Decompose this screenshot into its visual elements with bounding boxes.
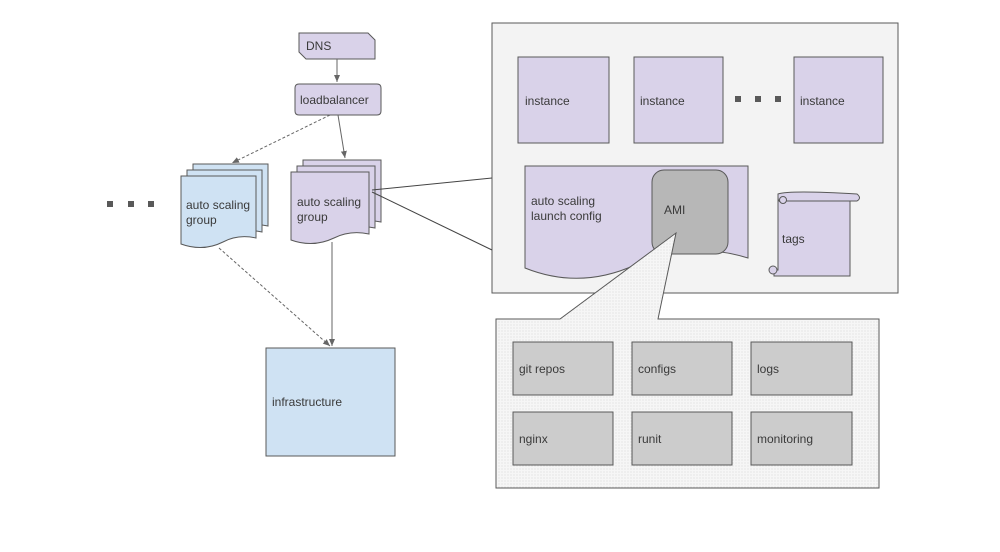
tags-label: tags	[782, 232, 805, 246]
asg-right-node: auto scaling group	[290, 159, 382, 244]
runit-label: runit	[638, 432, 662, 446]
expand-line-bottom	[371, 191, 493, 251]
monitoring-label: monitoring	[757, 432, 813, 446]
instance-box-3: instance	[793, 56, 884, 144]
monitoring-box: monitoring	[750, 411, 853, 466]
asg-right-label-1: auto scaling	[297, 195, 361, 209]
nginx-box: nginx	[512, 411, 614, 466]
dns-label: DNS	[306, 39, 331, 53]
asg-right-label-2: group	[297, 210, 328, 224]
logs-label: logs	[757, 362, 779, 376]
loadbalancer-node: loadbalancer	[294, 83, 382, 116]
launch-config-label-1: auto scaling	[531, 194, 595, 208]
ami-node: AMI	[651, 169, 729, 255]
instance-box-2: instance	[633, 56, 724, 144]
asg-ellipsis	[107, 201, 154, 207]
asg-left-label-1: auto scaling	[186, 198, 250, 212]
git-repos-label: git repos	[519, 362, 565, 376]
dns-node: DNS	[298, 32, 376, 60]
instance-label-3: instance	[800, 94, 845, 108]
ami-label: AMI	[664, 203, 685, 217]
git-repos-box: git repos	[512, 341, 614, 396]
infrastructure-node: infrastructure	[265, 347, 396, 457]
instance-box-1: instance	[517, 56, 610, 144]
infrastructure-label: infrastructure	[272, 395, 342, 409]
instance-ellipsis	[735, 96, 781, 102]
runit-box: runit	[631, 411, 733, 466]
logs-box: logs	[750, 341, 853, 396]
lb-to-asg-left-arrow	[231, 114, 331, 164]
asg-left-node: auto scaling group	[180, 163, 269, 248]
nginx-label: nginx	[519, 432, 548, 446]
configs-label: configs	[638, 362, 676, 376]
loadbalancer-label: loadbalancer	[300, 93, 369, 107]
instance-label-2: instance	[640, 94, 685, 108]
launch-config-label-2: launch config	[531, 209, 602, 223]
asg-left-label-2: group	[186, 213, 217, 227]
expand-line-top	[371, 177, 493, 191]
lb-to-asg-right-arrow	[337, 114, 347, 159]
tags-scroll-node: tags	[768, 191, 860, 277]
asg-left-to-infra-arrow	[218, 247, 331, 347]
instance-label-1: instance	[525, 94, 570, 108]
configs-box: configs	[631, 341, 733, 396]
